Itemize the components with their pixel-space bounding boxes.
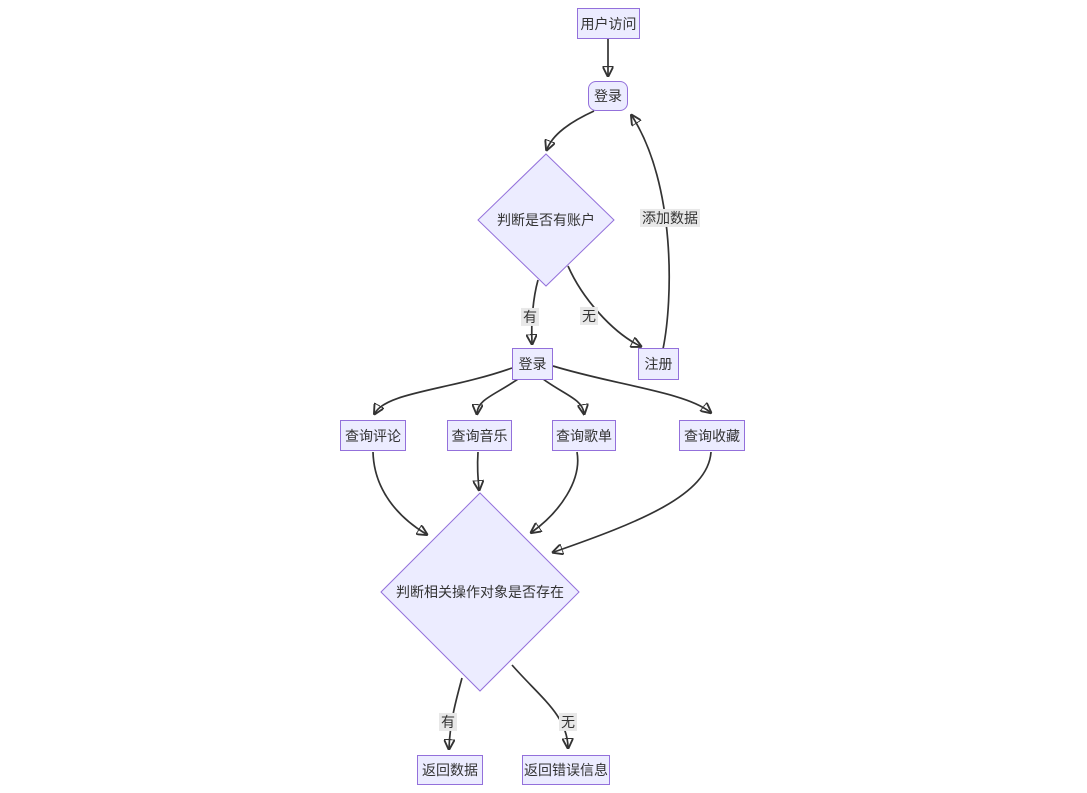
- edge-label-has-account: 有: [521, 307, 539, 327]
- edge-query-comment-to-check-object: [372, 451, 426, 534]
- edge-login2-to-query-favorite: [552, 365, 710, 412]
- node-query-comment: 查询评论: [340, 420, 406, 451]
- edge-login2-to-query-playlist: [542, 378, 584, 413]
- node-check-object-diamond: [380, 492, 580, 692]
- node-return-data: 返回数据: [417, 755, 483, 785]
- edge-query-favorite-to-check-object: [554, 451, 712, 552]
- node-login: 登录: [512, 348, 553, 380]
- node-check-account-label: 判断是否有账户: [497, 212, 595, 228]
- node-query-favorite: 查询收藏: [679, 420, 745, 451]
- node-check-account-diamond: [477, 153, 615, 287]
- node-return-error: 返回错误信息: [522, 755, 610, 785]
- node-login-top: 登录: [588, 81, 628, 111]
- edge-label-object-exists: 有: [439, 712, 457, 732]
- edge-login2-to-query-music: [477, 378, 519, 413]
- node-query-music: 查询音乐: [447, 420, 512, 451]
- node-register: 注册: [638, 348, 679, 380]
- edge-login2-to-query-comment: [375, 367, 513, 413]
- edge-label-add-data: 添加数据: [640, 208, 700, 228]
- edge-check-object-yes-to-return-data: [449, 677, 463, 748]
- node-check-object-label: 判断相关操作对象是否存在: [396, 584, 564, 600]
- node-user-visit: 用户访问: [577, 8, 640, 39]
- node-query-playlist: 查询歌单: [552, 420, 616, 451]
- edge-label-no-account: 无: [580, 306, 598, 326]
- edge-register-add-data-to-login: [632, 116, 671, 350]
- edge-check-account-no-to-register: [567, 265, 640, 346]
- edge-query-playlist-to-check-object: [532, 451, 579, 532]
- edge-login-to-check-account: [547, 110, 595, 149]
- edge-label-object-missing: 无: [559, 712, 577, 732]
- edge-check-object-no-to-return-error: [511, 664, 568, 747]
- edge-query-music-to-check-object: [478, 451, 479, 489]
